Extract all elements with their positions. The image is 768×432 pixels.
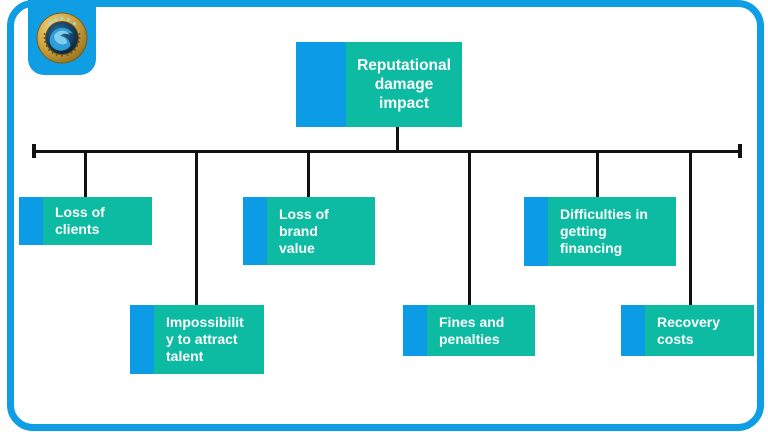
node-accent-strip xyxy=(296,42,346,127)
connector-root-drop xyxy=(396,127,399,153)
rounded-border-frame xyxy=(7,0,764,431)
connector-drop-brand-value xyxy=(307,152,310,197)
reputation-up-badge-icon xyxy=(36,12,88,64)
node-impossibility-to-attract-talent: Impossibilit y to attract talent xyxy=(130,305,264,374)
connector-right-tick xyxy=(738,144,742,158)
node-accent-strip xyxy=(243,197,267,265)
node-accent-strip xyxy=(403,305,427,356)
connector-drop-recovery xyxy=(689,152,692,305)
node-loss-of-brand-value: Loss of brand value xyxy=(243,197,375,265)
node-fines-and-penalties: Fines and penalties xyxy=(403,305,535,356)
node-loss-of-clients: Loss of clients xyxy=(19,197,152,245)
node-accent-strip xyxy=(524,197,548,266)
connector-drop-difficulties xyxy=(596,152,599,197)
node-label: Impossibilit y to attract talent xyxy=(154,305,264,374)
connector-drop-impossibility xyxy=(195,152,198,305)
connector-drop-fines xyxy=(468,152,471,305)
node-label: Loss of clients xyxy=(43,197,152,245)
node-label: Reputational damage impact xyxy=(346,42,462,127)
connector-left-tick xyxy=(32,144,36,158)
node-accent-strip xyxy=(19,197,43,245)
connector-horizontal xyxy=(33,150,740,153)
connector-drop-loss-of-clients xyxy=(84,152,87,197)
node-label: Fines and penalties xyxy=(427,305,535,356)
node-accent-strip xyxy=(130,305,154,374)
node-label: Recovery costs xyxy=(645,305,754,356)
node-label: Loss of brand value xyxy=(267,197,375,265)
node-label: Difficulties in getting financing xyxy=(548,197,676,266)
logo-tab xyxy=(28,0,96,75)
node-recovery-costs: Recovery costs xyxy=(621,305,754,356)
node-accent-strip xyxy=(621,305,645,356)
node-difficulties-in-getting-financing: Difficulties in getting financing xyxy=(524,197,676,266)
node-reputational-damage-impact: Reputational damage impact xyxy=(296,42,462,127)
